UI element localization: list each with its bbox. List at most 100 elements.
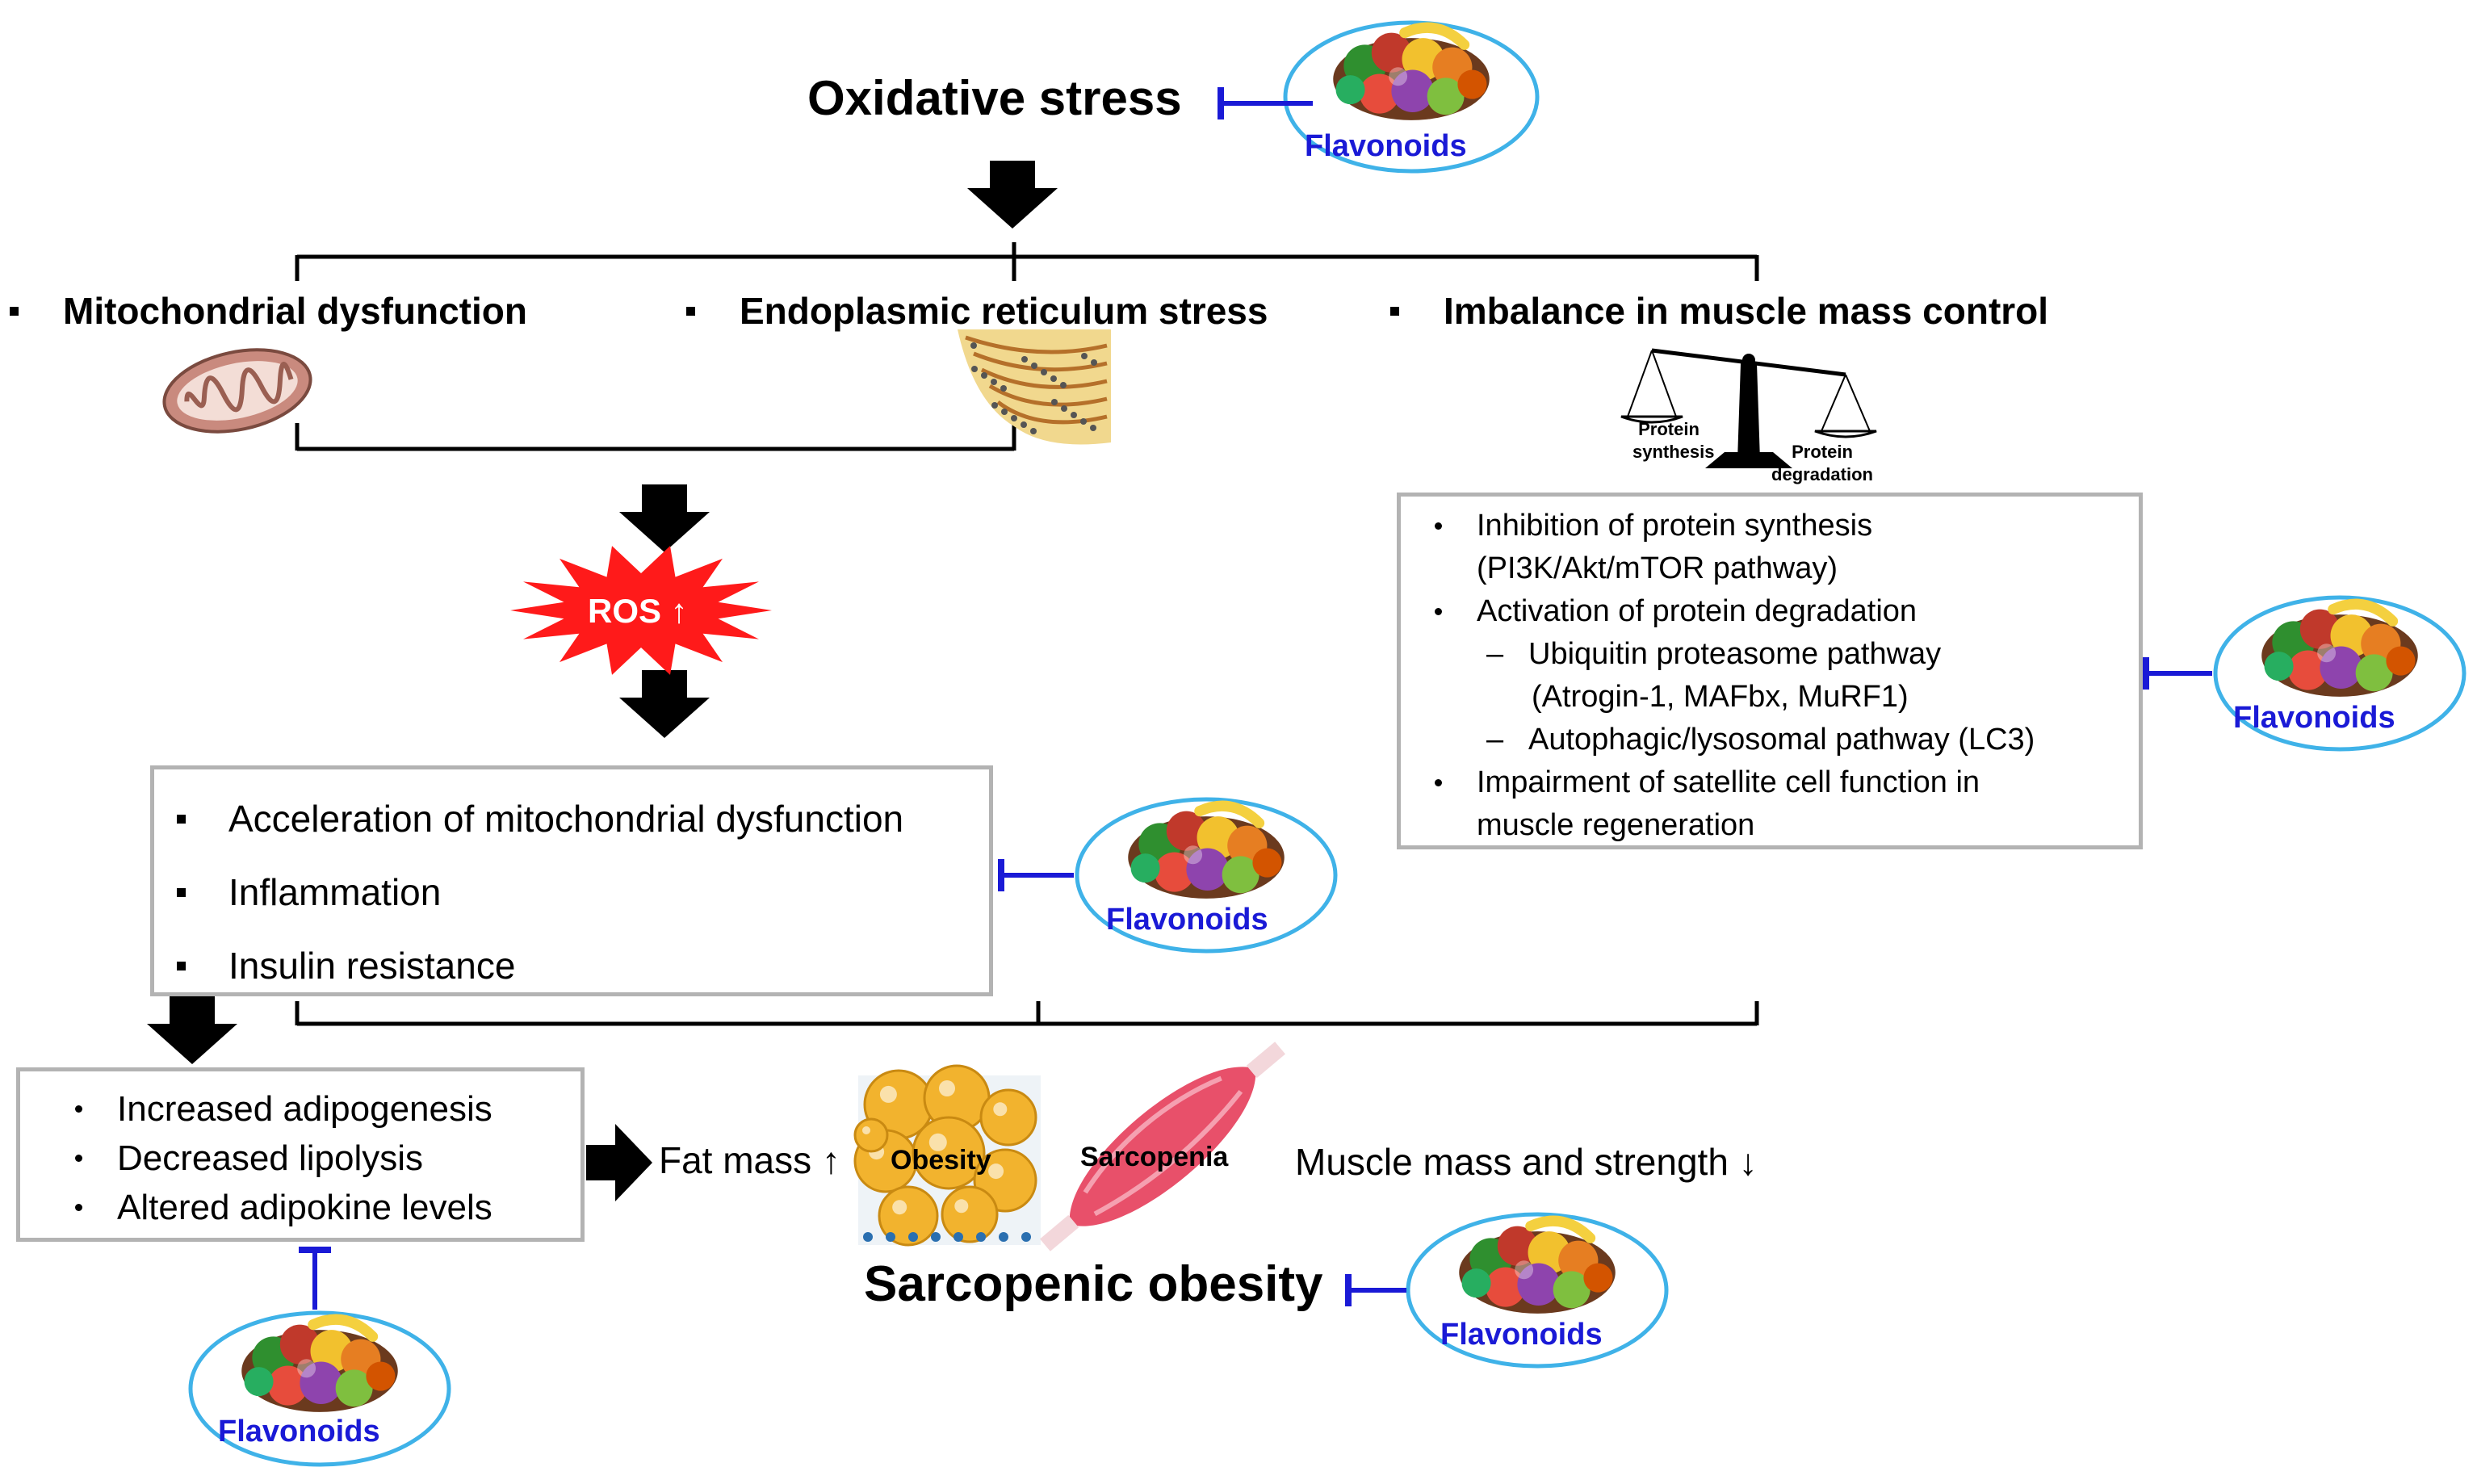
- er-ribosome: [1030, 428, 1037, 434]
- sarcopenia-label: Sarcopenia: [1080, 1142, 1229, 1172]
- fat-cell-highlight: [892, 1200, 907, 1215]
- fat-particle: [1021, 1232, 1031, 1242]
- scale-pivot: [1742, 354, 1755, 367]
- scale-label-degradation: Protein degradation: [1771, 442, 1873, 484]
- fat-particle: [931, 1232, 941, 1242]
- er-ribosome: [991, 402, 998, 409]
- scale-base: [1705, 452, 1792, 468]
- fat-cell-highlight: [928, 1133, 947, 1151]
- fat-cells-icon: [853, 1064, 1041, 1247]
- er-ribosome: [971, 366, 978, 372]
- muscle-mechanism-box: Inhibition of protein synthesis (PI3K/Akt…: [1397, 493, 2143, 849]
- fat-cell-highlight: [993, 1102, 1008, 1117]
- er-ribosome: [1060, 382, 1067, 388]
- bullet-square: [686, 307, 695, 316]
- scale-pan-left: [1620, 415, 1683, 424]
- fat-particle: [976, 1232, 986, 1242]
- obesity-label: Obesity: [891, 1145, 991, 1176]
- adipose-effect-item: Increased adipogenesis: [75, 1084, 492, 1134]
- flavonoid-label-right: Flavonoids: [2233, 701, 2395, 735]
- er-ribosome: [1041, 369, 1047, 375]
- er-ribosome: [1031, 363, 1037, 369]
- ros-label: ROS ↑: [588, 592, 688, 630]
- er-ribosome: [1090, 425, 1096, 431]
- ros-effect-item: Insulin resistance: [176, 929, 903, 1003]
- fat-cell: [878, 1185, 939, 1247]
- sub-item-line: Autophagic/lysosomal pathway (LC3): [1486, 719, 2035, 761]
- er-ribosome: [1051, 399, 1058, 405]
- er-ribosome: [1011, 415, 1017, 421]
- mitochondrion-cristae: [184, 362, 294, 413]
- ros-effect-item: Inflammation: [176, 856, 903, 929]
- er-ribosome: [981, 372, 987, 379]
- flavonoid-badge: [188, 1247, 451, 1467]
- er-ribosome: [1021, 356, 1028, 363]
- muscle-icon: [1040, 1042, 1285, 1251]
- fat-mass-label: Fat mass ↑: [659, 1139, 840, 1181]
- er-membrane: [980, 367, 1108, 389]
- branch-label: Mitochondrial dysfunction: [63, 290, 527, 332]
- er-ribosome: [1001, 409, 1008, 415]
- fat-cell: [912, 1116, 986, 1190]
- mitochondrion-inner: [177, 361, 298, 421]
- er-membrane: [996, 400, 1108, 425]
- branch-er-stress: Endoplasmic reticulum stress: [686, 292, 1268, 329]
- muscle-mechanism-list: Inhibition of protein synthesis (PI3K/Akt…: [1434, 505, 2035, 847]
- scale-post: [1737, 363, 1760, 460]
- er-ribosome: [1091, 359, 1097, 366]
- er-ribosome: [1071, 412, 1077, 418]
- flavonoid-label-bottom: Flavonoids: [1440, 1318, 1603, 1352]
- flavonoid-label-middle: Flavonoids: [1106, 903, 1268, 937]
- ros-burst-icon: [510, 546, 772, 675]
- er-membrane: [965, 335, 1108, 354]
- ros-effects-list: Acceleration of mitochondrial dysfunctio…: [176, 782, 903, 1003]
- sub-item-line: Ubiquitin proteasome pathway: [1486, 633, 2035, 676]
- ros-effect-item: Acceleration of mitochondrial dysfunctio…: [176, 782, 903, 856]
- mechanism-item-line: muscle regeneration: [1477, 808, 1755, 842]
- bullet-square: [1390, 307, 1399, 316]
- flavonoid-badge: [1345, 1212, 1669, 1369]
- title-oxidative-stress: Oxidative stress: [807, 71, 1182, 125]
- scale-pan-right: [1814, 430, 1877, 438]
- muscle-tendon: [1246, 1042, 1285, 1079]
- er-ribosome: [970, 342, 977, 349]
- branch-muscle-mass-control: Imbalance in muscle mass control: [1390, 290, 2049, 332]
- fat-particle: [953, 1232, 963, 1242]
- mechanism-item-line: Inhibition of protein synthesis: [1434, 505, 2035, 547]
- flavonoid-badge: [998, 797, 1338, 954]
- adipose-effect-item: Altered adipokine levels: [75, 1183, 492, 1232]
- flavonoid-badge: [2143, 595, 2467, 752]
- er-ribosome: [1000, 385, 1007, 392]
- flavonoid-label-left: Flavonoids: [218, 1415, 380, 1448]
- fat-particle: [886, 1232, 895, 1242]
- fat-particle: [999, 1232, 1008, 1242]
- down-arrow: [967, 161, 1058, 228]
- mitochondrion-icon: [162, 348, 312, 434]
- outcome-sarcopenic-obesity: Sarcopenic obesity: [864, 1256, 1323, 1312]
- muscle-belly: [1070, 1067, 1255, 1226]
- mechanism-item-line: Activation of protein degradation: [1434, 590, 2035, 633]
- scale-label-synthesis: Protein synthesis: [1632, 419, 1715, 462]
- er-membrane: [988, 384, 1108, 407]
- adipose-effect-item: Decreased lipolysis: [75, 1134, 492, 1183]
- flavonoid-badge: [1218, 20, 1540, 174]
- fat-cell-highlight: [939, 1080, 955, 1096]
- er-ribosome: [991, 379, 997, 385]
- right-arrow: [586, 1124, 652, 1201]
- ros-effects-box: Acceleration of mitochondrial dysfunctio…: [150, 765, 993, 996]
- er-ribosome: [1061, 405, 1067, 412]
- down-arrow: [619, 484, 710, 552]
- er-ribosome: [1080, 418, 1087, 425]
- bullet-square: [10, 307, 19, 316]
- fat-cell-highlight: [862, 1126, 870, 1134]
- flavonoid-label-top: Flavonoids: [1305, 129, 1467, 163]
- mechanism-item-line: (PI3K/Akt/mTOR pathway): [1477, 551, 1838, 585]
- branch-label: Imbalance in muscle mass control: [1444, 290, 2049, 332]
- er-ribosome: [1081, 353, 1088, 359]
- fat-cell-highlight: [954, 1199, 969, 1214]
- er-ribosome: [1050, 375, 1057, 382]
